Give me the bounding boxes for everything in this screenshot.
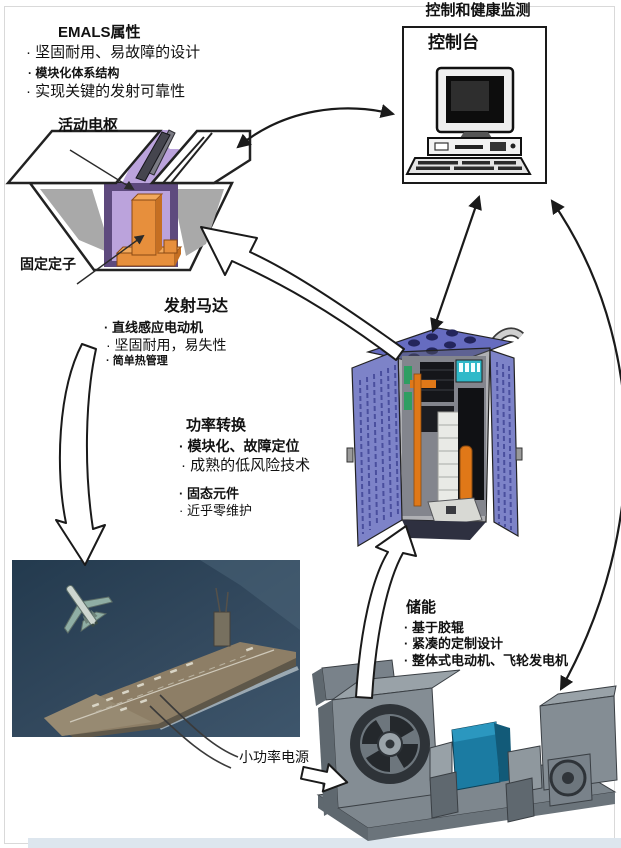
energy-storage-bullet-1: · 基于胶辊 [404, 620, 464, 635]
aircraft-carrier-photo [12, 560, 300, 737]
launch-motor-bullet-1: · 直线感应电动机 [104, 320, 203, 335]
power-conversion-title: 功率转换 [186, 417, 247, 434]
console-label: 控制台 [428, 33, 479, 52]
launch-motor-trough-graphic [5, 129, 252, 272]
power-conversion-bullet-1: · 模块化、故障定位 [179, 438, 300, 454]
power-conversion-bullet-4: · 近乎零维护 [179, 503, 252, 518]
power-conversion-bullet-3: · 固态元件 [179, 486, 239, 501]
control-title: 控制和健康监测 [425, 2, 531, 19]
leader-low-power-2 [149, 705, 232, 769]
emals-bullet-1: · 坚固耐用、易故障的设计 [26, 44, 201, 61]
arrow-console-cabinet [430, 194, 482, 334]
stator-label: 固定定子 [20, 256, 76, 272]
computer-console-icon [402, 26, 547, 184]
low-power-label: 小功率电源 [239, 749, 309, 765]
energy-storage-bullet-3: · 整体式电动机、飞轮发电机 [404, 653, 568, 668]
armature-label: 活动电枢 [58, 117, 119, 134]
launch-motor-bullet-2: · 坚固耐用，易失性 [106, 337, 227, 353]
power-cabinet-graphic [346, 327, 524, 548]
block-arrow-storage-to-cabinet [355, 525, 417, 699]
launch-motor-bullet-3: · 简单热管理 [106, 355, 168, 367]
block-arrow-motor-to-carrier [55, 343, 106, 566]
emals-bullet-2: · 模块化体系结构 [28, 66, 120, 80]
launch-motor-title: 发射马达 [164, 298, 229, 315]
energy-storage-bullet-2: · 紧凑的定制设计 [404, 636, 503, 651]
block-arrow-low-power [299, 763, 349, 793]
emals-title: EMALS属性 [58, 24, 141, 41]
block-arrow-cabinet-to-motor [200, 226, 405, 361]
pointer-armature [69, 149, 135, 191]
pointer-stator [76, 234, 145, 285]
arrow-motor-console [236, 104, 396, 149]
leader-low-power-1 [159, 694, 239, 758]
fighter-jet-icon [63, 585, 113, 634]
arrow-console-storage [550, 199, 621, 691]
emals-bullet-3: · 实现关键的发射可靠性 [26, 83, 186, 100]
energy-storage-title: 储能 [406, 599, 437, 616]
power-conversion-bullet-2: · 成熟的低风险技术 [181, 457, 311, 474]
